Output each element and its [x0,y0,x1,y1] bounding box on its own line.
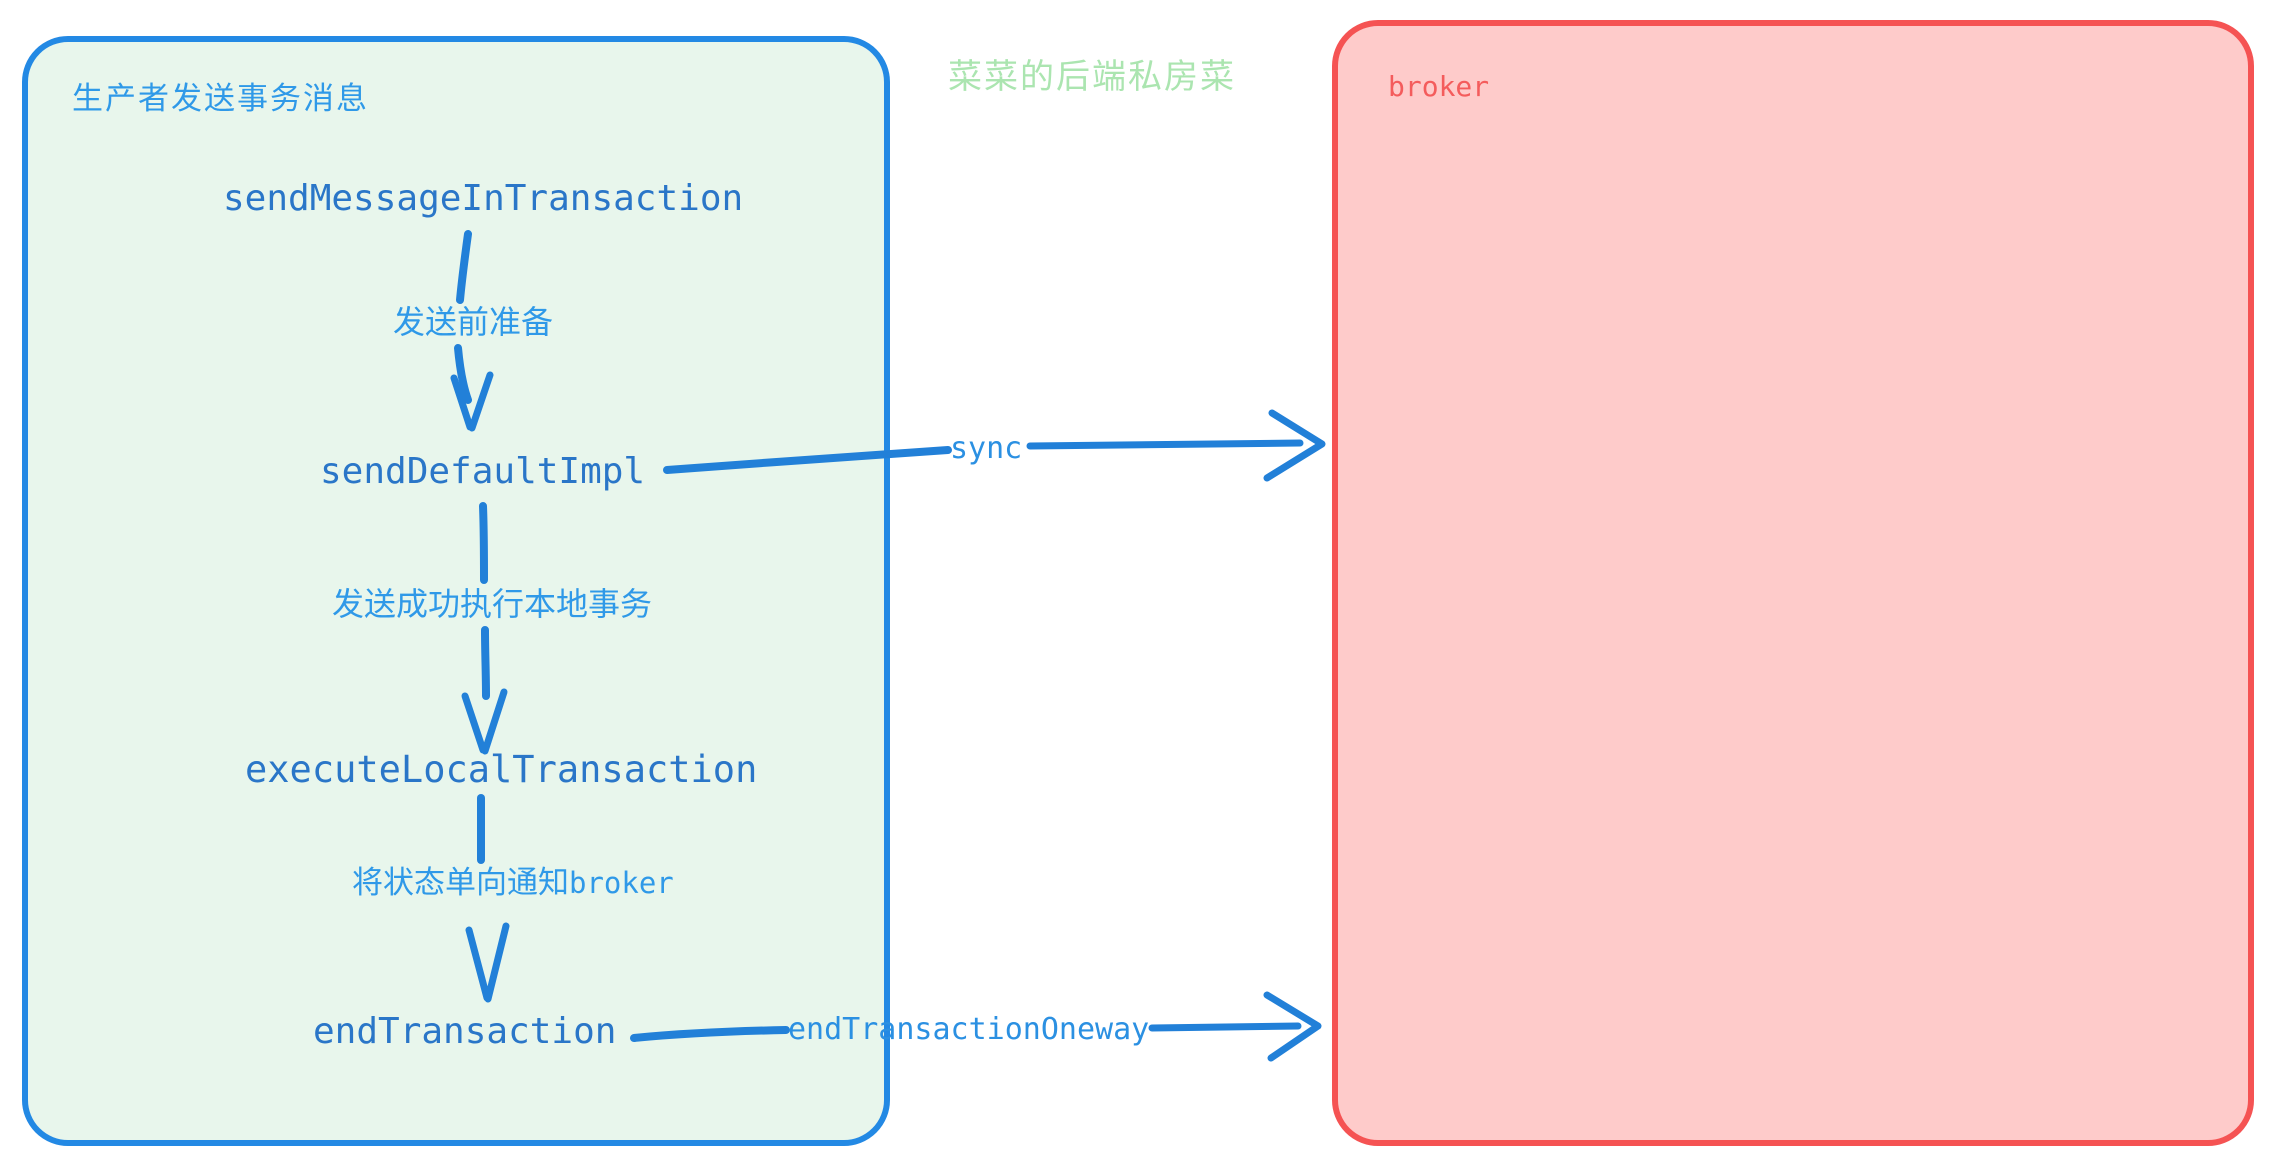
node-execute-local-transaction: executeLocalTransaction [245,748,758,791]
node-send-default-impl: sendDefaultImpl [320,451,646,492]
edge-label-notify-prefix: 将状态单向通知 [352,865,569,901]
producer-box [22,36,890,1146]
broker-box [1332,20,2254,1146]
broker-box-title: broker [1388,70,1490,103]
edge-label-local-transaction: 发送成功执行本地事务 [332,585,653,623]
edge-label-prepare: 发送前准备 [393,303,554,341]
edge-label-notify: 将状态单向通知broker [352,865,674,902]
watermark-text: 菜菜的后端私房菜 [948,57,1236,97]
node-send-message-in-transaction: sendMessageInTransaction [223,178,744,219]
node-end-transaction: endTransaction [313,1011,617,1052]
edge-label-end-transaction-oneway: endTransactionOneway [788,1012,1150,1047]
producer-box-title: 生产者发送事务消息 [72,81,369,117]
edge-label-notify-target: broker [569,866,674,900]
edge-label-sync: sync [950,431,1023,466]
